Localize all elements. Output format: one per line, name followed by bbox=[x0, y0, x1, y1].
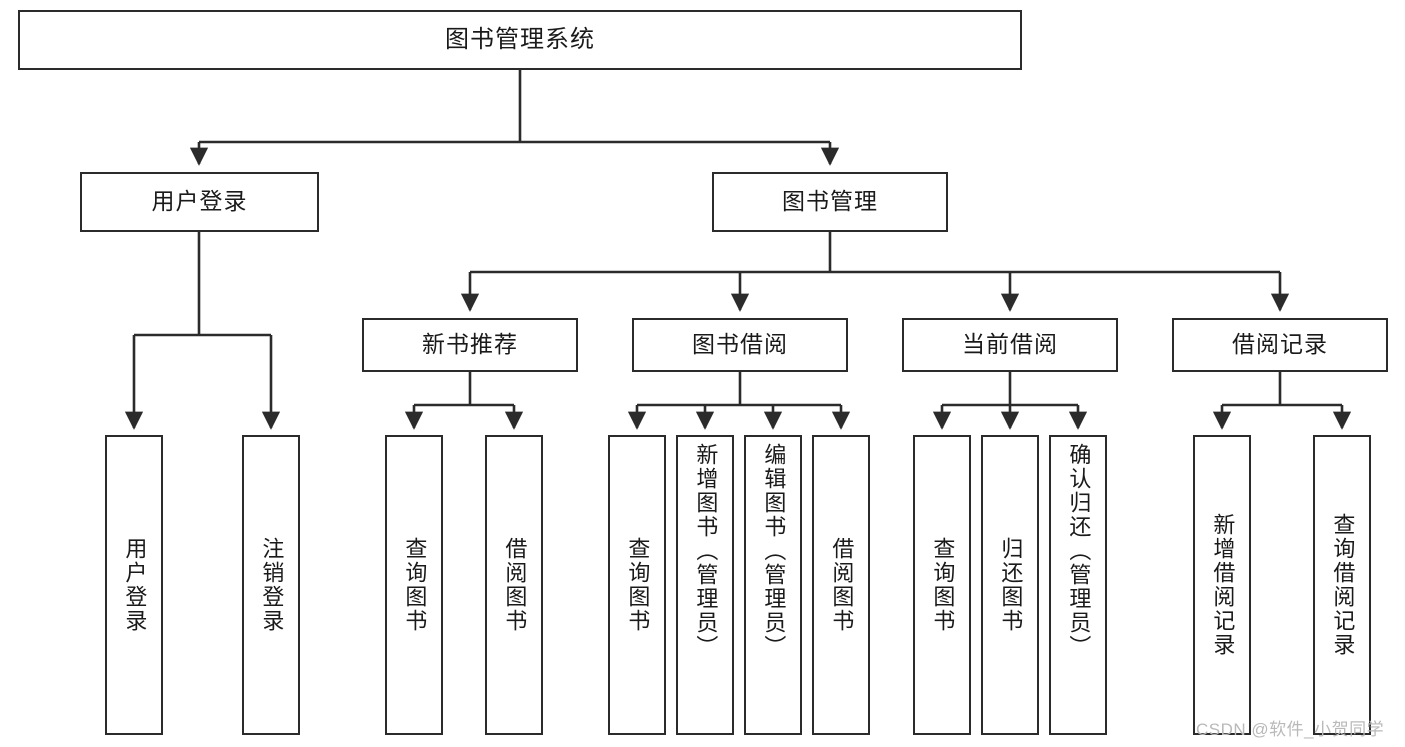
leaf-current-confirm-return-admin[interactable]: 确认归还（管理员） bbox=[1049, 435, 1107, 735]
node-label: 新书推荐 bbox=[422, 331, 518, 358]
node-root-library-system[interactable]: 图书管理系统 bbox=[18, 10, 1022, 70]
leaf-user-login-logout[interactable]: 注销登录 bbox=[242, 435, 300, 735]
leaf-label: 查询图书 bbox=[402, 537, 428, 633]
leaf-label: 用户登录 bbox=[122, 537, 148, 633]
leaf-borrow-add-book-admin[interactable]: 新增图书（管理员） bbox=[676, 435, 734, 735]
node-new-book-recommend[interactable]: 新书推荐 bbox=[362, 318, 578, 372]
leaf-label: 新增图书（管理员） bbox=[693, 443, 719, 659]
leaf-label: 借阅图书 bbox=[829, 537, 855, 633]
leaf-borrow-borrow-book[interactable]: 借阅图书 bbox=[812, 435, 870, 735]
leaf-label: 查询图书 bbox=[930, 537, 956, 633]
leaf-record-query-record[interactable]: 查询借阅记录 bbox=[1313, 435, 1371, 735]
node-current-borrow[interactable]: 当前借阅 bbox=[902, 318, 1118, 372]
node-label: 借阅记录 bbox=[1232, 331, 1328, 358]
leaf-record-add-record[interactable]: 新增借阅记录 bbox=[1193, 435, 1251, 735]
leaf-borrow-query-book[interactable]: 查询图书 bbox=[608, 435, 666, 735]
node-label: 用户登录 bbox=[151, 188, 248, 215]
node-label: 图书借阅 bbox=[692, 331, 788, 358]
leaf-borrow-edit-book-admin[interactable]: 编辑图书（管理员） bbox=[744, 435, 802, 735]
leaf-label: 查询图书 bbox=[625, 537, 651, 633]
node-label: 图书管理 bbox=[782, 188, 878, 215]
leaf-current-return-book[interactable]: 归还图书 bbox=[981, 435, 1039, 735]
node-label: 当前借阅 bbox=[962, 331, 1058, 358]
node-user-login[interactable]: 用户登录 bbox=[80, 172, 319, 232]
leaf-label: 编辑图书（管理员） bbox=[761, 443, 787, 659]
leaf-recommend-borrow-book[interactable]: 借阅图书 bbox=[485, 435, 543, 735]
leaf-label: 新增借阅记录 bbox=[1210, 513, 1236, 657]
leaf-label: 归还图书 bbox=[998, 537, 1024, 633]
leaf-label: 借阅图书 bbox=[502, 537, 528, 633]
leaf-label: 确认归还（管理员） bbox=[1066, 443, 1092, 659]
node-book-management[interactable]: 图书管理 bbox=[712, 172, 948, 232]
leaf-current-query-book[interactable]: 查询图书 bbox=[913, 435, 971, 735]
node-label: 图书管理系统 bbox=[445, 25, 595, 53]
node-borrow-record[interactable]: 借阅记录 bbox=[1172, 318, 1388, 372]
node-book-borrow[interactable]: 图书借阅 bbox=[632, 318, 848, 372]
leaf-label: 查询借阅记录 bbox=[1330, 513, 1356, 657]
leaf-recommend-query-book[interactable]: 查询图书 bbox=[385, 435, 443, 735]
leaf-label: 注销登录 bbox=[259, 537, 285, 633]
leaf-user-login-login[interactable]: 用户登录 bbox=[105, 435, 163, 735]
watermark: CSDN @软件_小贺同学 bbox=[1196, 720, 1385, 739]
